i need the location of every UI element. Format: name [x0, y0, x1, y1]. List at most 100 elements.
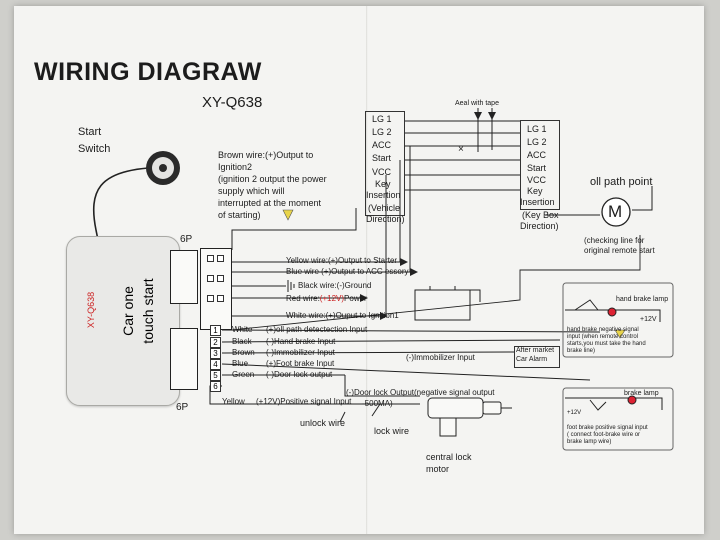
bottom-connector-plug	[170, 328, 198, 390]
hand-brake-note: hand brake negative signal	[567, 327, 639, 333]
wire-color: White	[232, 325, 253, 334]
foot-brake-sketch	[562, 387, 674, 451]
brown-note-line: supply which will	[218, 186, 285, 196]
top-connector-plug	[170, 250, 198, 304]
vehicle-label: Key	[375, 179, 391, 189]
central-lock-label: motor	[426, 464, 450, 474]
door-lock-note: -500MA)	[362, 399, 393, 408]
yellow-wire-label: Yellow wire:(+)Output to Starter	[286, 256, 398, 265]
after-market-label: Car Alarm	[516, 356, 548, 363]
black-wire-label: Black wire:(-)Ground	[298, 281, 372, 290]
vehicle-label: Start	[372, 153, 392, 163]
yellow-wire-color: Yellow	[222, 397, 245, 406]
foot-brake-note: foot brake positive signal input	[567, 425, 648, 431]
key-box-label: LG 2	[527, 137, 547, 147]
hand-brake-note: starts,you must take the hand	[567, 341, 646, 347]
start-switch-label-1: Start	[78, 126, 102, 138]
start-switch-label-2: Switch	[78, 143, 111, 155]
battery-symbol	[414, 289, 471, 321]
wire-description: (+)Foot brake Input	[266, 359, 335, 368]
key-box-label: LG 1	[527, 124, 547, 134]
central-lock-motor	[427, 397, 512, 437]
bottom-connector-label: 6P	[176, 402, 189, 413]
oil-path-symbol: M	[608, 202, 623, 221]
vehicle-label: VCC	[372, 167, 392, 177]
vehicle-label: ACC	[372, 140, 392, 150]
red-wire-label: Red wire:(+12V)Power	[286, 294, 367, 303]
key-box-terminal	[520, 120, 560, 210]
wire-color: Blue	[232, 359, 249, 368]
foot-brake-title: brake lamp	[624, 390, 659, 397]
central-lock-label: central lock	[426, 452, 472, 462]
vehicle-label: LG 2	[372, 127, 392, 137]
brown-note-line: of starting)	[218, 210, 261, 220]
cut-mark: ×	[458, 144, 464, 155]
brown-arrow-marker	[282, 209, 294, 221]
start-switch-cable	[92, 167, 149, 241]
wire-number: 3	[210, 348, 221, 359]
after-market-label: After market	[516, 347, 555, 354]
door-lock-note: (-)Door lock Output(negative signal outp…	[346, 388, 495, 397]
wire-number: 6	[210, 381, 221, 392]
foot-brake-voltage: +12V	[567, 410, 582, 416]
wire-description: (-)Immobilizer Input	[266, 348, 335, 357]
hand-brake-sketch	[562, 282, 674, 358]
seal-note: Aeal with tape	[455, 100, 499, 107]
foot-brake-note: brake lamp wire)	[567, 439, 612, 445]
oil-path-note: (checking line for	[584, 236, 645, 245]
hand-brake-voltage: +12V	[640, 316, 657, 323]
immobilizer-input-label: (-)Immobilizer Input	[406, 353, 475, 362]
white-lower-line	[221, 329, 601, 333]
blue-lower-line	[221, 363, 591, 381]
oil-path-note: original remote start	[584, 246, 655, 255]
wire-color: Brown	[232, 348, 255, 357]
wire-number: 5	[210, 370, 221, 381]
wire-color: Green	[232, 370, 255, 379]
wire-description: (-)Door lock output	[266, 370, 333, 379]
key-box-label: VCC	[527, 175, 547, 185]
hand-brake-note: input (when remote control	[567, 334, 639, 340]
vehicle-terminal-box	[365, 111, 405, 216]
brown-note-line: (ignition 2 output the power	[218, 174, 327, 184]
lock-wire-label: lock wire	[374, 426, 410, 436]
key-box-label: Start	[527, 163, 547, 173]
wire-number: 2	[210, 337, 221, 348]
key-box-label: Insertion	[520, 197, 555, 207]
white-wire-label: White wire:(+)Ouput to Ignition1	[286, 311, 399, 320]
brown-note-line: interrupted at the moment	[218, 198, 322, 208]
wire-number: 4	[210, 359, 221, 370]
black-lower-line	[221, 339, 561, 343]
brown-note-line: Brown wire:(+)Output to	[218, 150, 314, 160]
key-box-label: Key	[527, 186, 543, 196]
vehicle-label: LG 1	[372, 114, 392, 124]
brown-lower-line	[221, 351, 516, 354]
vehicle-label: Insertion	[366, 190, 401, 200]
yellow-wire-description: (+12V)Positive signal Input	[256, 397, 352, 406]
oil-path-motor-symbol	[601, 197, 631, 227]
after-market-alarm-box	[514, 346, 560, 368]
brown-note-line: Ignition2	[218, 162, 253, 172]
key-box-direction: (Key Box	[522, 210, 559, 220]
vehicle-direction: (Vehicle	[368, 203, 401, 213]
unlock-wire-label: unlock wire	[300, 418, 346, 428]
hand-brake-title: hand brake lamp	[616, 296, 669, 303]
wire-number: 1	[210, 325, 221, 336]
wire-description: (-)Hand brake Input	[266, 337, 336, 346]
vehicle-direction: Direction)	[366, 214, 405, 224]
page-title: WIRING DIAGRAW	[34, 58, 262, 86]
key-box-direction: Direction)	[520, 221, 559, 231]
foot-brake-note: ( connect foot-brake wire or	[567, 432, 641, 438]
wire-color: Black	[232, 337, 252, 346]
top-connector-label: 6P	[180, 234, 193, 245]
module-model-label: XY-Q638	[86, 291, 96, 329]
module-name-line-2: touch start	[140, 278, 156, 344]
wire-description: (+)oll path detectection Input	[266, 325, 368, 334]
control-module: XY-Q638 Car one touch start	[66, 236, 180, 406]
oil-path-title: oll path point	[590, 176, 653, 188]
model-number: XY-Q638	[202, 94, 263, 111]
hand-brake-note: brake line)	[567, 348, 596, 354]
upper-connector-housing	[200, 248, 232, 330]
module-name-line-1: Car one	[120, 286, 136, 336]
